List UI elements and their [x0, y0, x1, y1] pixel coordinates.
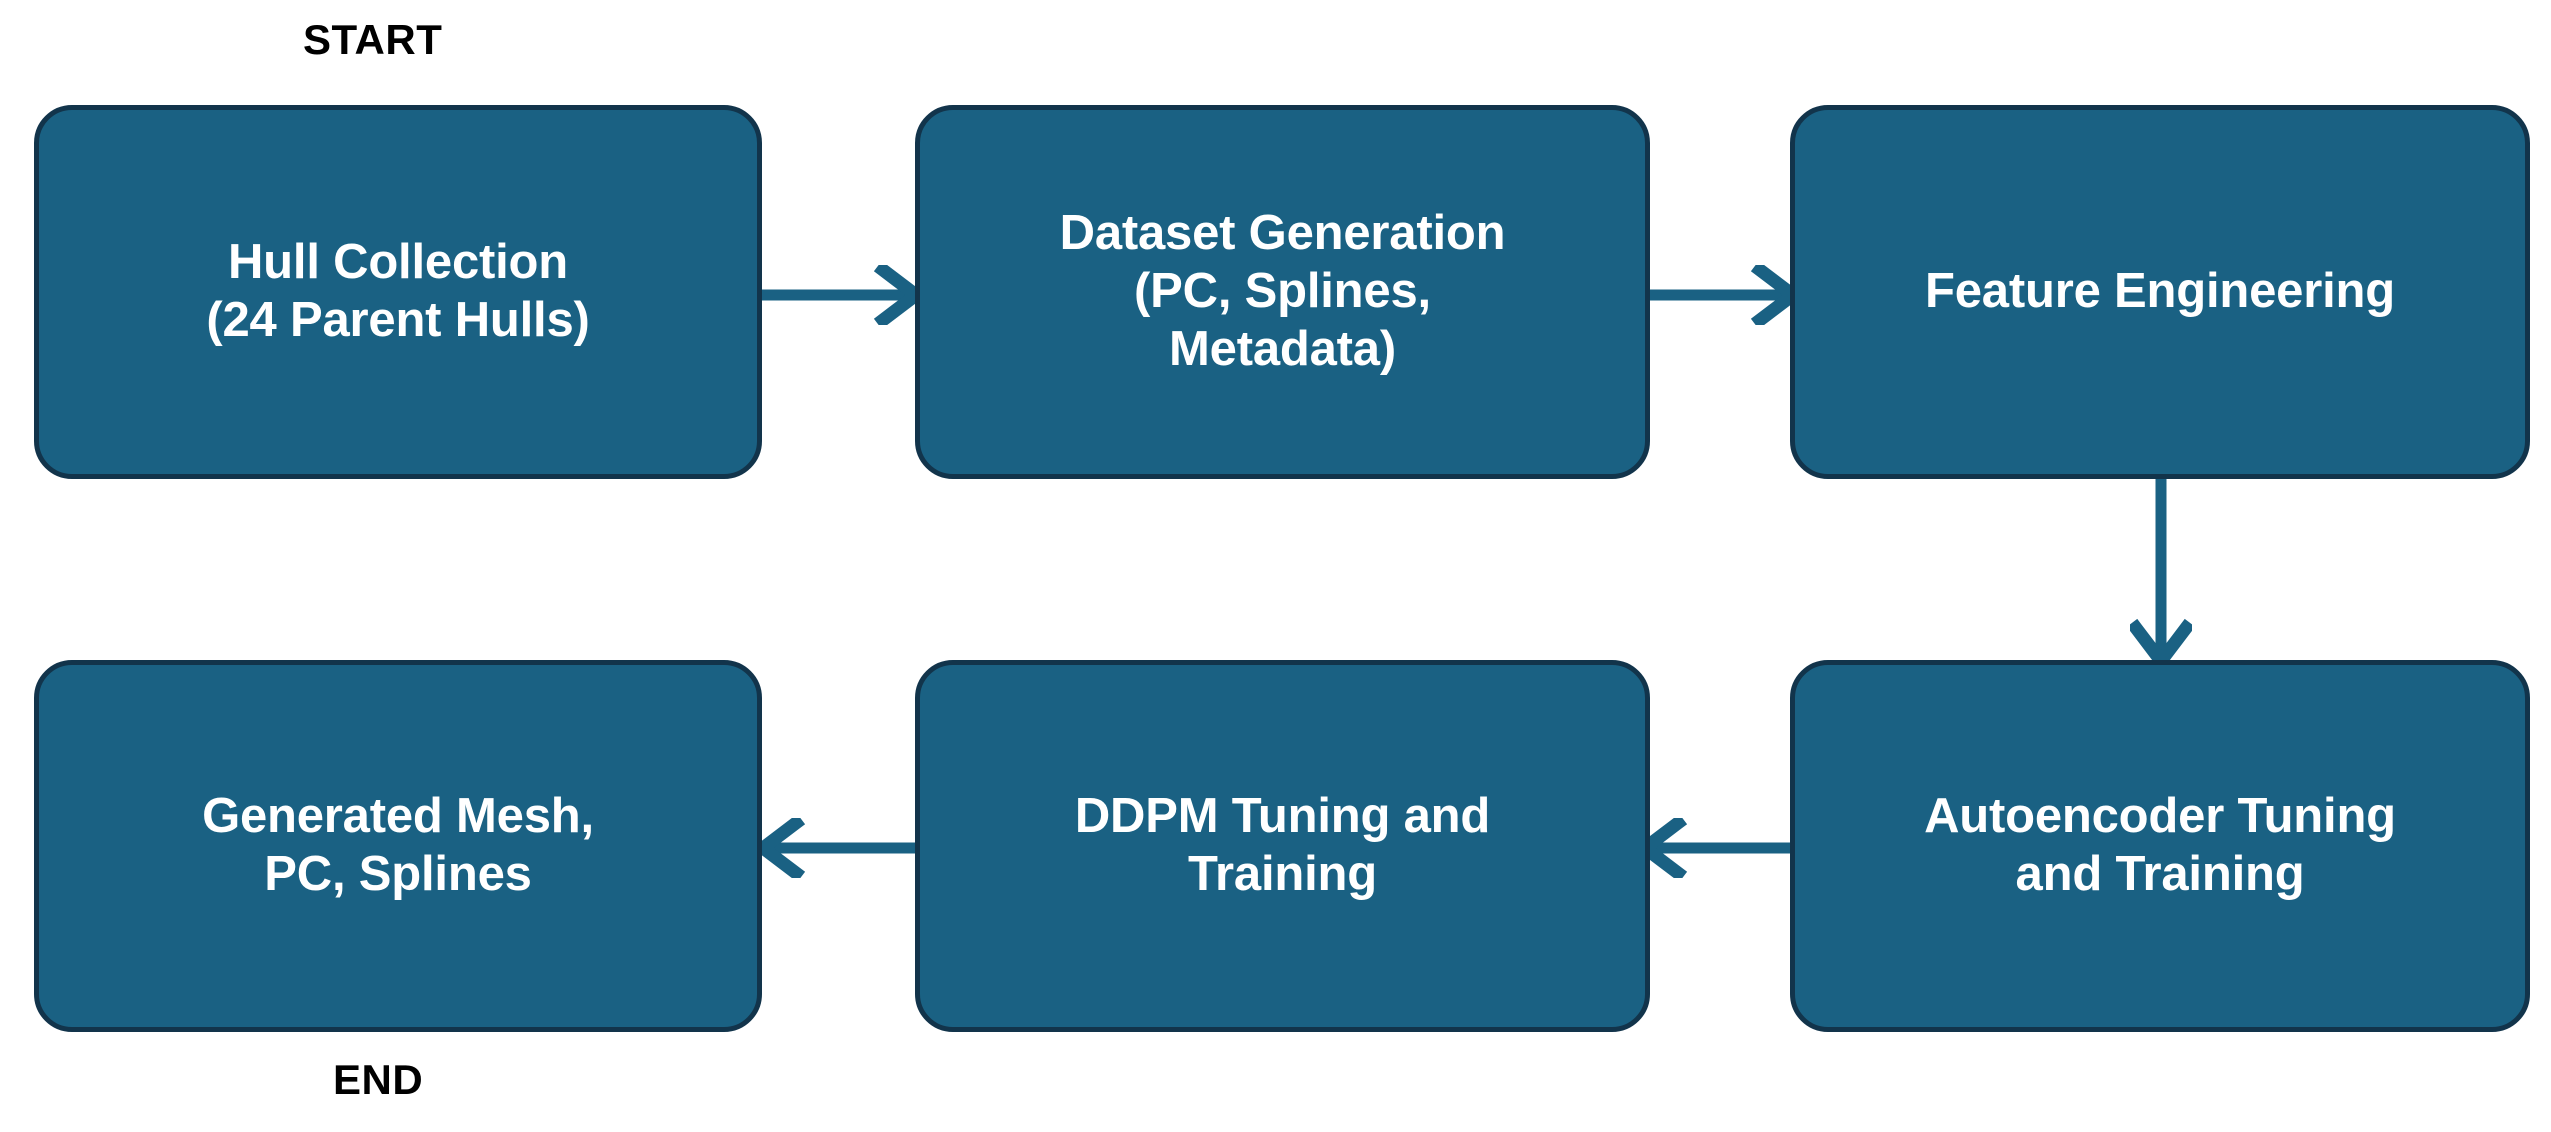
node-hull-collection[interactable]: Hull Collection (24 Parent Hulls)	[34, 105, 762, 479]
node-generated-output[interactable]: Generated Mesh, PC, Splines	[34, 660, 762, 1032]
arrow-feature-engineering-to-autoencoder-training	[2130, 468, 2192, 672]
node-dataset-generation[interactable]: Dataset Generation (PC, Splines, Metadat…	[915, 105, 1650, 479]
arrow-autoencoder-training-to-ddpm-training	[1638, 818, 1804, 878]
arrow-ddpm-training-to-generated-output	[752, 818, 928, 878]
arrow-dataset-generation-to-feature-engineering	[1640, 265, 1804, 325]
node-feature-engineering[interactable]: Feature Engineering	[1790, 105, 2530, 479]
node-ddpm-training[interactable]: DDPM Tuning and Training	[915, 660, 1650, 1032]
arrow-hull-collection-to-dataset-generation	[755, 265, 927, 325]
node-autoencoder-training[interactable]: Autoencoder Tuning and Training	[1790, 660, 2530, 1032]
end-label: END	[333, 1056, 424, 1103]
start-label: START	[303, 16, 443, 63]
